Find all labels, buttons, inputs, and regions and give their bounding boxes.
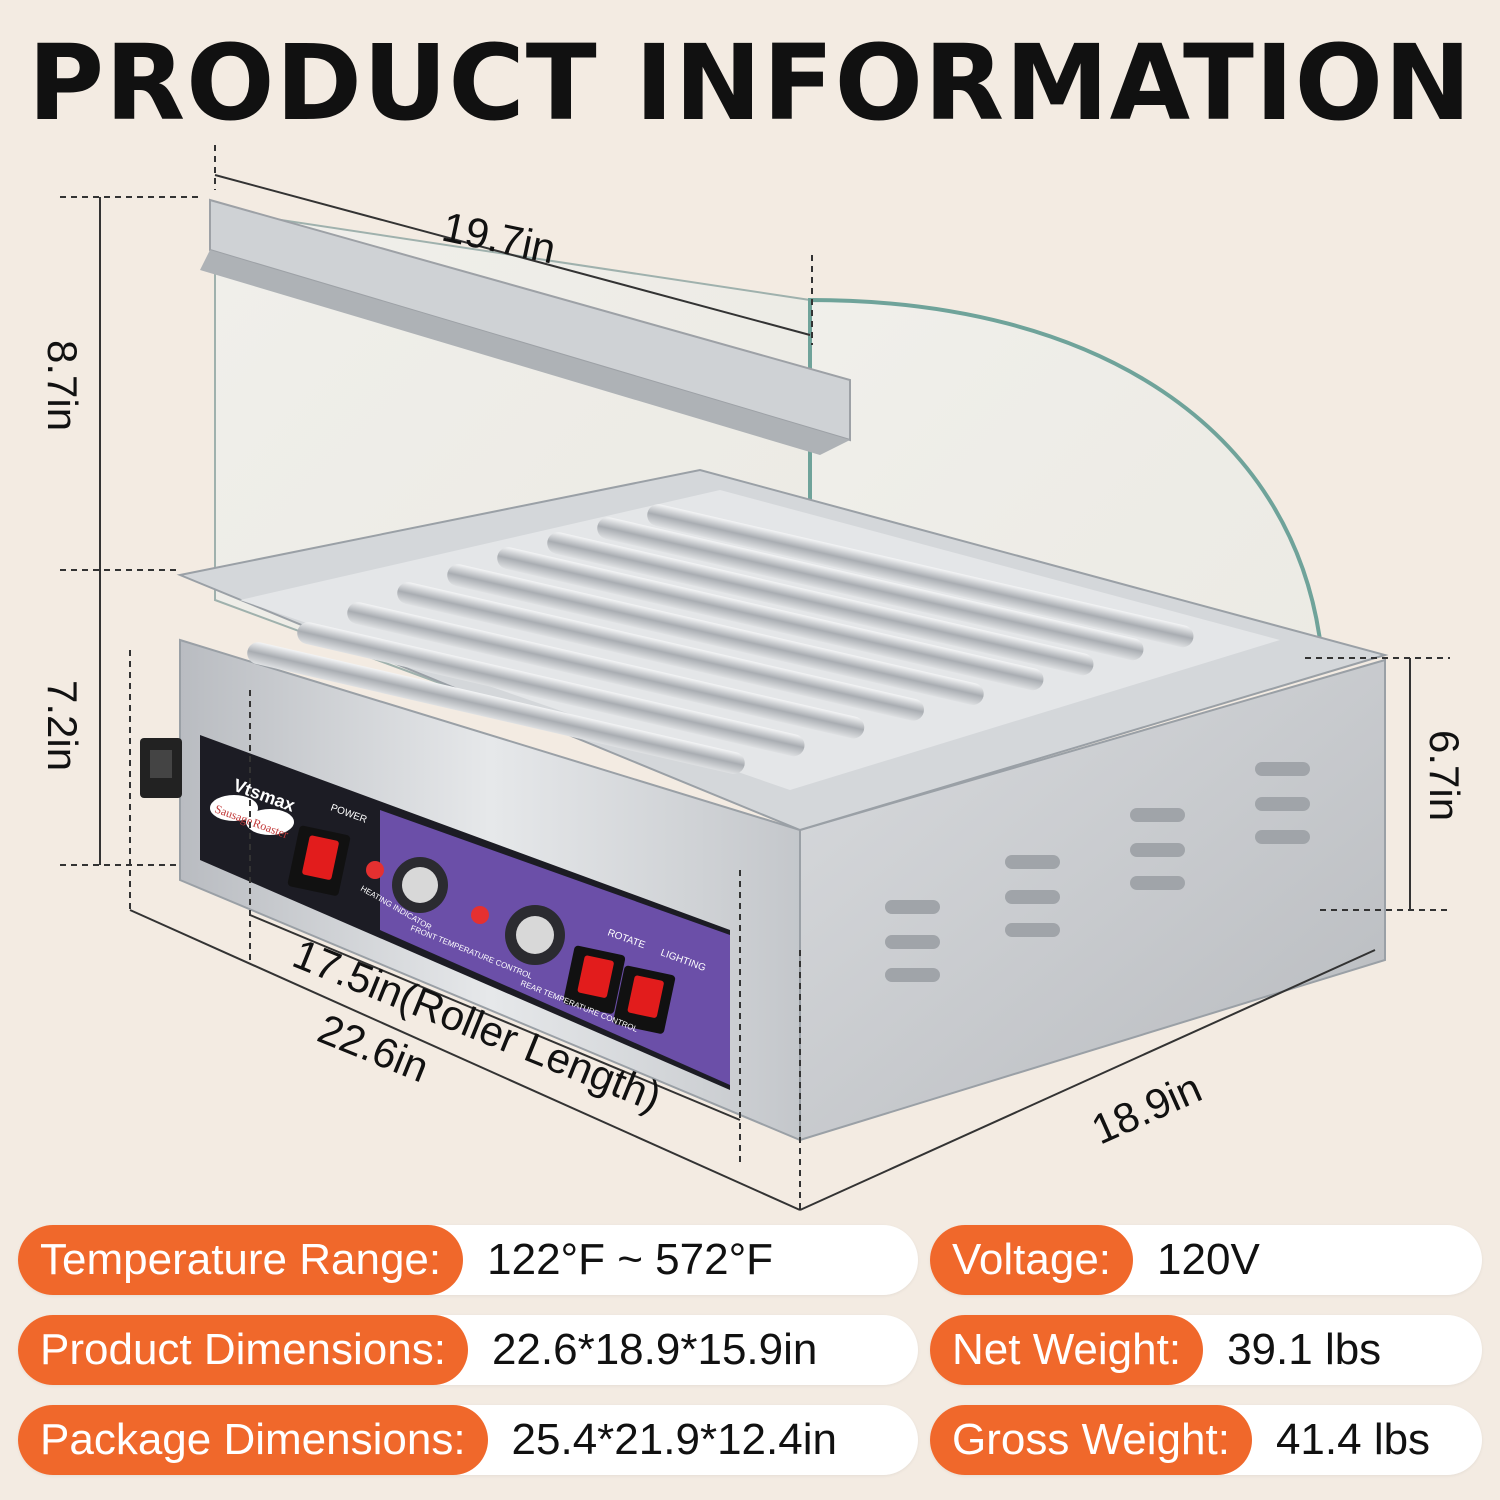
- dim-depth: 18.9in: [1085, 1064, 1209, 1153]
- spec-product-dimensions: Product Dimensions: 22.6*18.9*15.9in: [18, 1315, 918, 1385]
- spec-net-weight: Net Weight: 39.1 lbs: [930, 1315, 1482, 1385]
- spec-label: Temperature Range:: [18, 1225, 464, 1295]
- hot-dog-roller-illustration: Vtsmax Sausage Roaster POWER ROTATE LIGH…: [39, 145, 1468, 1211]
- spec-temperature-range: Temperature Range: 122°F ~ 572°F: [18, 1225, 918, 1295]
- spec-voltage: Voltage: 120V: [930, 1225, 1482, 1295]
- spec-gross-weight: Gross Weight: 41.4 lbs: [930, 1405, 1482, 1475]
- spec-label: Net Weight:: [930, 1315, 1204, 1385]
- rollers: [247, 504, 1194, 774]
- spec-label: Product Dimensions:: [18, 1315, 468, 1385]
- spec-value: 25.4*21.9*12.4in: [511, 1415, 837, 1464]
- spec-package-dimensions: Package Dimensions: 25.4*21.9*12.4in: [18, 1405, 918, 1475]
- spec-value: 41.4 lbs: [1275, 1415, 1431, 1464]
- side-vents: [885, 762, 1310, 982]
- dim-side-height: 6.7in: [1421, 730, 1468, 821]
- dimension-guides: [60, 145, 1450, 1211]
- spec-label: Gross Weight:: [930, 1405, 1252, 1475]
- spec-label: Voltage:: [930, 1225, 1134, 1295]
- spec-value: 39.1 lbs: [1227, 1325, 1382, 1374]
- dim-base-height: 7.2in: [39, 680, 86, 771]
- spec-value: 22.6*18.9*15.9in: [491, 1325, 818, 1374]
- spec-label: Package Dimensions:: [18, 1405, 488, 1475]
- spec-value: 122°F ~ 572°F: [487, 1235, 774, 1284]
- dim-lid-height: 8.7in: [39, 340, 86, 431]
- spec-value: 120V: [1157, 1235, 1260, 1284]
- page-title: PRODUCT INFORMATION: [27, 22, 1473, 144]
